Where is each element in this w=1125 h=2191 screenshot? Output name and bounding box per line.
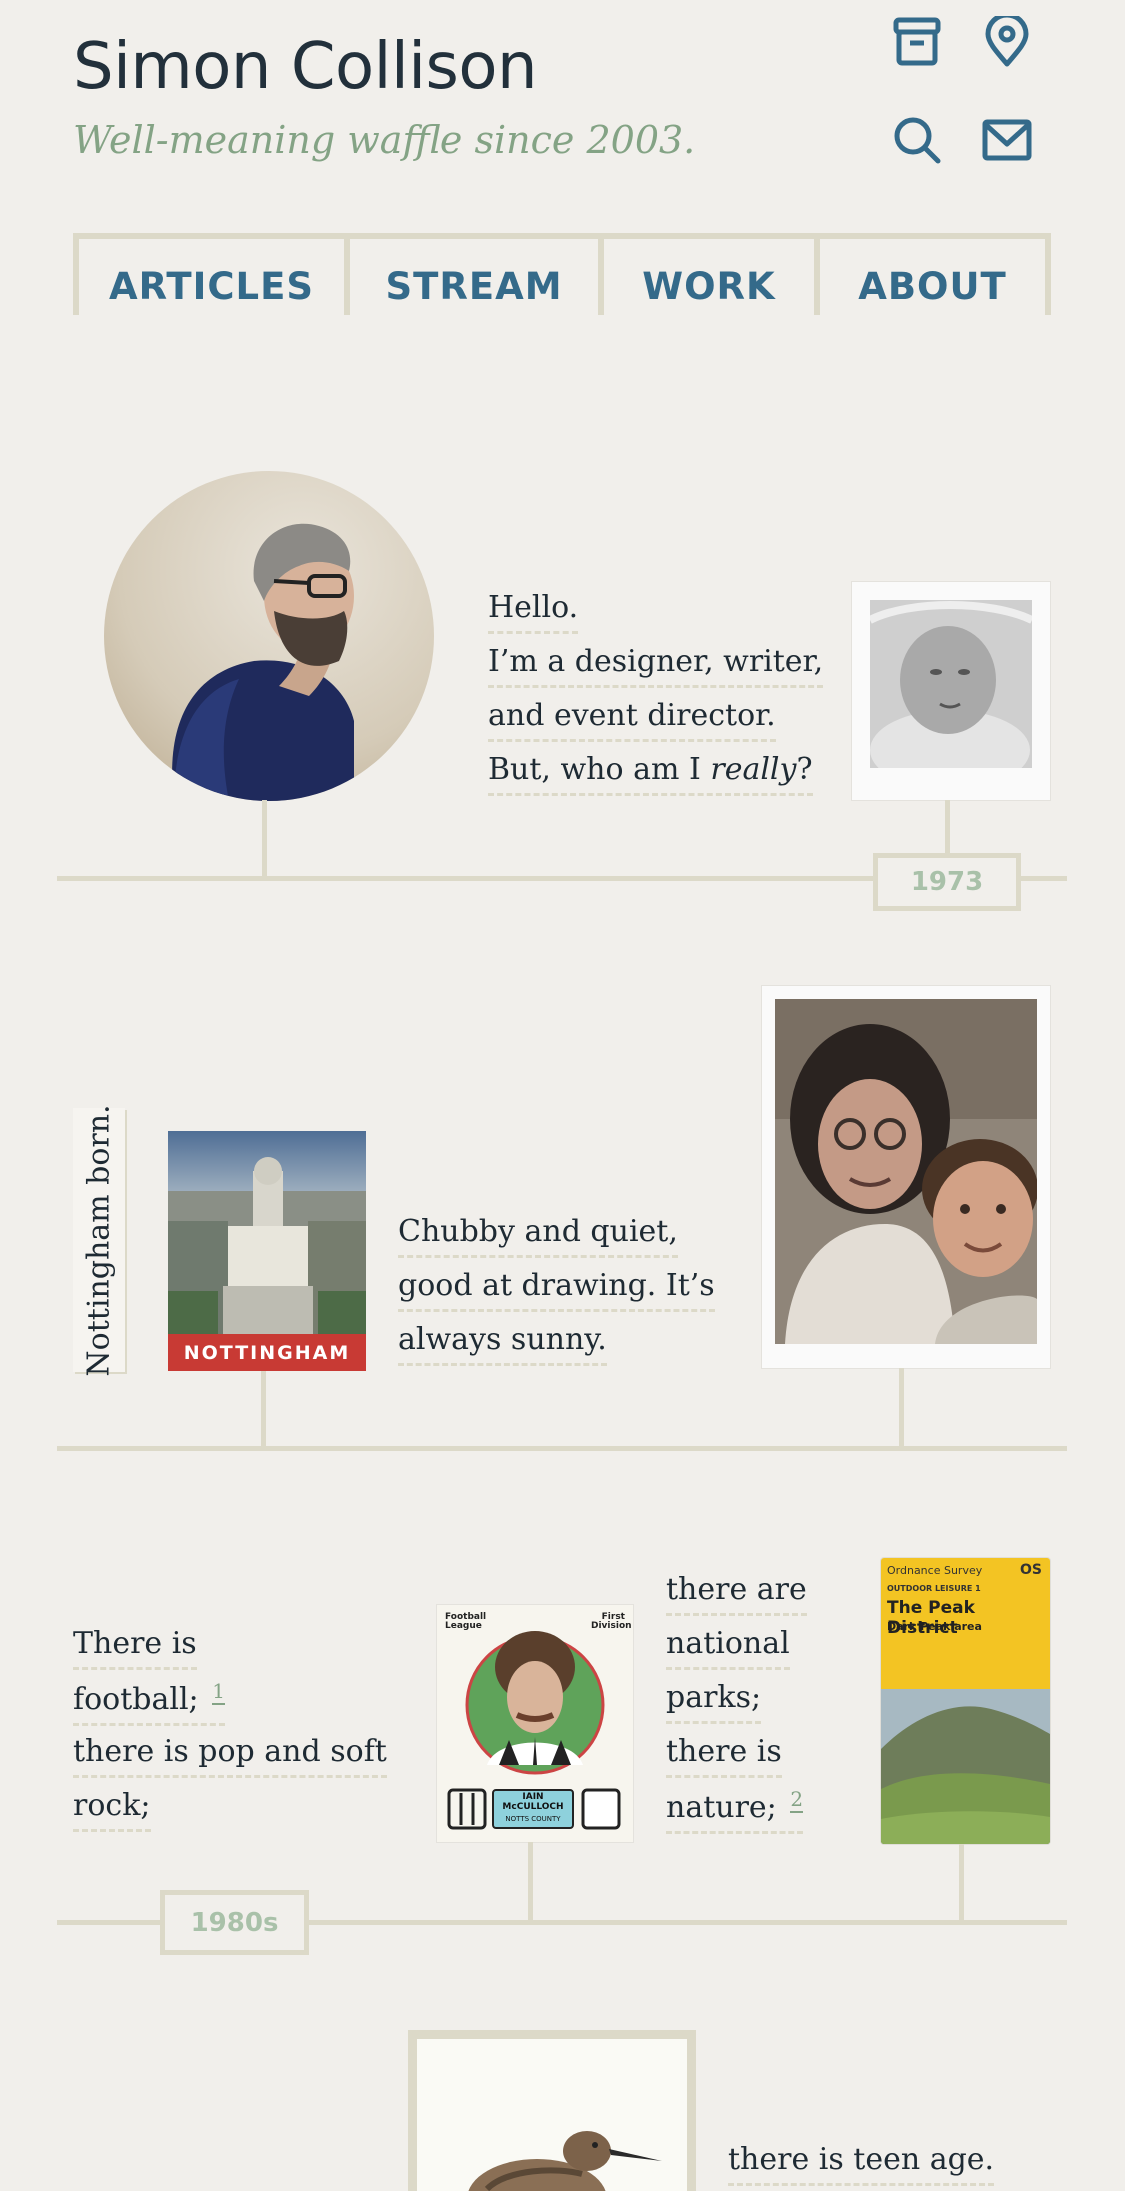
intro-line: I’m a designer, writer, [488, 642, 824, 688]
sticker-team: NOTTS COUNTY [505, 1815, 561, 1823]
childhood-line: Chubby and quiet, [398, 1212, 678, 1258]
eighties-line: football; 1 [73, 1678, 225, 1726]
map-brand: Ordnance Survey [887, 1564, 983, 1577]
map-subtitle: Dark Peak area [887, 1620, 982, 1633]
os-map-cover: Ordnance Survey OS OUTDOOR LEISURE 1 The… [881, 1558, 1050, 1844]
eighties-line: there is [666, 1732, 782, 1778]
nottingham-born-label: Nottingham born. [73, 1104, 125, 1376]
baby-photo [852, 582, 1050, 800]
site-title[interactable]: Simon Collison [73, 30, 538, 104]
intro-line: Hello. [488, 588, 579, 634]
football-sticker: Football League First Division IAIN McCU… [437, 1605, 633, 1842]
eighties-line: parks; [666, 1678, 762, 1724]
site-tagline: Well-meaning waffle since 2003. [73, 118, 696, 162]
footnote-link-1[interactable]: 1 [212, 1679, 225, 1705]
eighties-line: rock; [73, 1786, 151, 1832]
timeline-connector [261, 1371, 266, 1448]
intro-question: But, who am I really? [488, 750, 813, 796]
intro-line: and event director. [488, 696, 776, 742]
sticker-player-name: IAIN McCULLOCH [502, 1792, 564, 1812]
eighties-line: there are [666, 1570, 807, 1616]
timeline-connector [945, 800, 950, 858]
decade-tag: 1980s [160, 1890, 309, 1955]
mail-icon[interactable] [981, 114, 1033, 166]
timeline-rule [57, 1446, 1067, 1451]
eighties-line: nature; 2 [666, 1786, 804, 1834]
map-series: OUTDOOR LEISURE 1 [887, 1584, 981, 1593]
eighties-line: there is pop and soft [73, 1732, 387, 1778]
eighties-left-text: There is football; 1 there is pop and so… [73, 1624, 387, 1840]
timeline-connector [262, 800, 267, 878]
timeline-rule [57, 876, 1067, 881]
timeline-rule [57, 1920, 1067, 1925]
childhood-text: Chubby and quiet, good at drawing. It’s … [398, 1212, 715, 1374]
sticker-top-left: Football League [445, 1612, 487, 1632]
nav-about[interactable]: ABOUT [814, 239, 1051, 315]
childhood-line: always sunny. [398, 1320, 607, 1366]
eighties-line: There is [73, 1624, 197, 1670]
family-photo [762, 986, 1050, 1368]
search-icon[interactable] [891, 114, 943, 166]
nav-work[interactable]: WORK [598, 239, 814, 315]
nottingham-postcard: NOTTINGHAM [168, 1131, 366, 1371]
teens-line: there is teen age. [728, 2140, 995, 2186]
nav-articles[interactable]: ARTICLES [73, 239, 344, 315]
footnote-link-2[interactable]: 2 [790, 1787, 804, 1813]
location-pin-icon[interactable] [981, 12, 1033, 68]
teens-text: there is teen age. [728, 2140, 995, 2191]
eighties-right-text: there are national parks; there is natur… [666, 1570, 807, 1840]
os-logo: OS [1020, 1562, 1042, 1578]
eighties-line: national [666, 1624, 790, 1670]
bird-illustration [408, 2030, 696, 2191]
year-tag: 1973 [873, 853, 1021, 911]
main-nav: ARTICLES STREAM WORK ABOUT [73, 233, 1051, 315]
map-title: The Peak District [887, 1598, 975, 1638]
postcard-caption: NOTTINGHAM [168, 1334, 366, 1371]
sticker-top-right: First Division [591, 1612, 632, 1632]
timeline-connector [959, 1844, 964, 1923]
archive-icon[interactable] [891, 16, 943, 68]
nav-stream[interactable]: STREAM [344, 239, 598, 315]
timeline-connector [528, 1842, 533, 1923]
portrait-photo [104, 471, 434, 801]
timeline-connector [899, 1368, 904, 1448]
childhood-line: good at drawing. It’s [398, 1266, 715, 1312]
intro-text: Hello. I’m a designer, writer, and event… [488, 588, 824, 804]
